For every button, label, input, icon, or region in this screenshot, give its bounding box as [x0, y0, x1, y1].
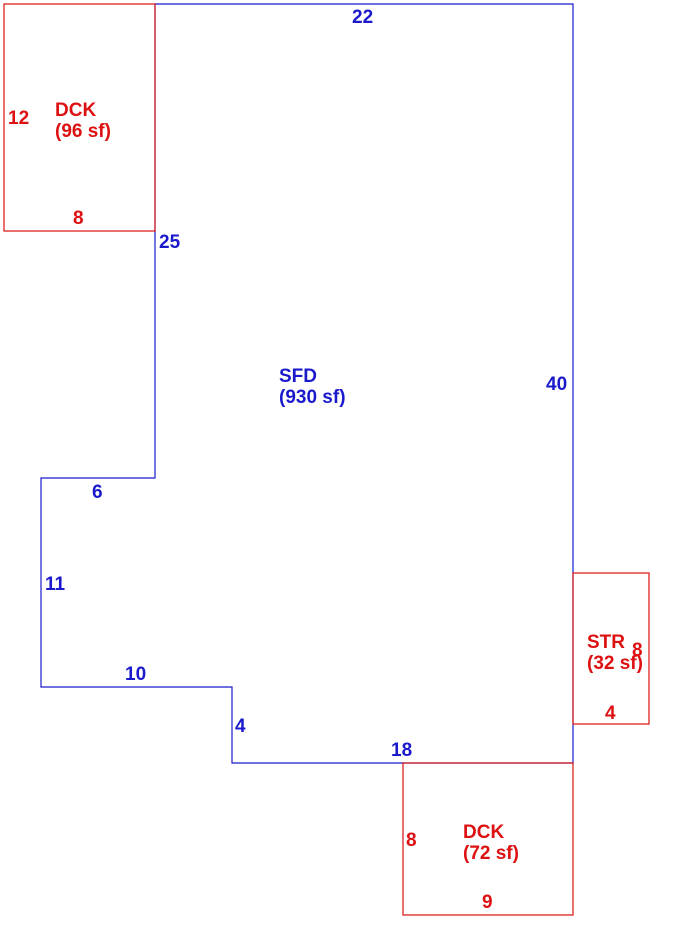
storage-dim-width: 4 — [605, 703, 616, 724]
sfd-dim-top: 22 — [352, 7, 373, 28]
deck-upper-dim-height: 12 — [8, 108, 29, 129]
sfd-dim-step-bottom: 10 — [125, 664, 146, 685]
sfd-dim-upper-left: 25 — [159, 232, 181, 253]
sfd-dim-step-top: 6 — [92, 482, 103, 503]
sfd-dim-step-left: 11 — [45, 574, 66, 595]
deck-lower-outline — [402, 762, 574, 916]
sfd-name: SFD — [279, 366, 317, 387]
storage-dim-height: 8 — [632, 640, 643, 661]
sfd-dim-notch: 4 — [235, 716, 246, 737]
deck-lower-dim-height: 8 — [406, 830, 417, 851]
deck-upper-name: DCK — [55, 100, 96, 121]
storage-outline — [572, 572, 650, 725]
storage-name: STR — [587, 632, 625, 653]
sfd-area: (930 sf) — [279, 387, 346, 408]
sfd-dim-right: 40 — [546, 374, 567, 395]
deck-upper-dim-width: 8 — [73, 208, 84, 229]
deck-upper-area: (96 sf) — [55, 121, 111, 142]
sfd-dim-bottom: 18 — [391, 740, 412, 761]
sfd-outline — [40, 3, 574, 764]
deck-upper-outline — [3, 3, 156, 232]
storage-area: (32 sf) — [587, 653, 643, 674]
deck-lower-dim-width: 9 — [482, 892, 493, 913]
deck-lower-area: (72 sf) — [463, 843, 519, 864]
deck-lower-name: DCK — [463, 822, 504, 843]
